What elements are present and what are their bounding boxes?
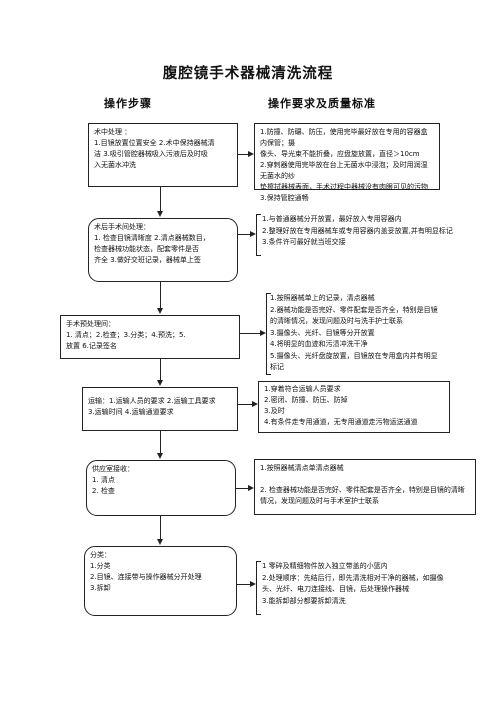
link-line-1	[238, 154, 248, 155]
bracket-postop	[256, 214, 261, 256]
flow-arrow-down-1	[157, 211, 163, 217]
flow-line-5	[160, 516, 161, 540]
flow-line-1	[160, 187, 161, 212]
step-box-transport: 运输：1.运输人员的要求 2.运输工具要求 3.运输时间 4.运输通道要求	[82, 387, 238, 431]
flow-line-4	[160, 431, 161, 454]
step-box-reception: 供应室接收： 1. 清点 2. 检查	[86, 460, 236, 516]
requirements-sorting: 1 零碎及精细物件放入独立带盖的小篮内 2.处理顺序：先结后行，即先清洗相对干净…	[262, 562, 444, 605]
steps-header: 操作步骤	[104, 97, 152, 110]
requirements-header: 操作要求及质量标准	[268, 97, 376, 110]
link-line-5	[236, 488, 248, 489]
bracket-pretreatment	[266, 293, 271, 375]
requirements-box-reception: 1.按照器械清点单清点器械 2. 检查器械功能是否完好、零件配套是否齐全，特别是…	[254, 459, 476, 515]
link-line-3	[240, 333, 260, 334]
link-arrow-right-3	[260, 330, 266, 336]
flow-arrow-down-2	[157, 308, 163, 314]
step-box-pretreatment: 手术预处理间： 1. 清点；2.检查；3.分类；4.预洗；5. 放置 6.记录签…	[60, 315, 240, 359]
bracket-sorting	[256, 561, 261, 615]
link-arrow-right-5	[248, 485, 254, 491]
link-arrow-right-6	[250, 581, 256, 587]
step-box-sorting: 分类： 1.分类 2.目镜、连接带与操作器械分开处理 3.拆卸	[84, 546, 237, 616]
flow-line-2	[160, 282, 161, 309]
requirements-pretreatment: 1.按照器械单上的记录，清点器械 2.器械功能是否完好、零件配套是否齐全，特别是…	[270, 294, 438, 371]
flow-arrow-down-3	[157, 380, 163, 386]
flow-line-3	[160, 359, 161, 381]
requirements-postop: 1.与普通器械分开放置，最好放入专用容器内 2.整理好放在专用器械车或专用容器内…	[262, 215, 453, 246]
requirements-box-transport: 1.穿着符合运输人员要求 2.密闭、防撞、防压、防掉 3.及时 4.有条件走专用…	[258, 381, 450, 433]
step-box-postop-room: 术后手术间处理： 1. 检查目镜清晰度 2.清点器械数目， 检查器械功能状态，配…	[88, 218, 238, 282]
link-arrow-right-1	[248, 151, 254, 157]
link-arrow-right-2	[250, 231, 256, 237]
flow-arrow-down-5	[157, 539, 163, 545]
link-line-4	[238, 404, 252, 405]
link-arrow-right-4	[252, 401, 258, 407]
requirements-box-intraop: 1.防撞、防碾、防压，使用完毕最好放在专用的容器盒内保管；摄 像头、导光束不能折…	[254, 123, 440, 202]
link-line-6	[237, 584, 250, 585]
page-title: 腹腔镜手术器械清洗流程	[162, 66, 334, 82]
link-line-2	[238, 234, 250, 235]
step-box-intraop: 术中处理 ： 1.目镜放置位置安全 2.术中保持器械清 洁 3.吸引管腔器械吸入…	[88, 123, 238, 187]
flow-arrow-down-4	[157, 453, 163, 459]
